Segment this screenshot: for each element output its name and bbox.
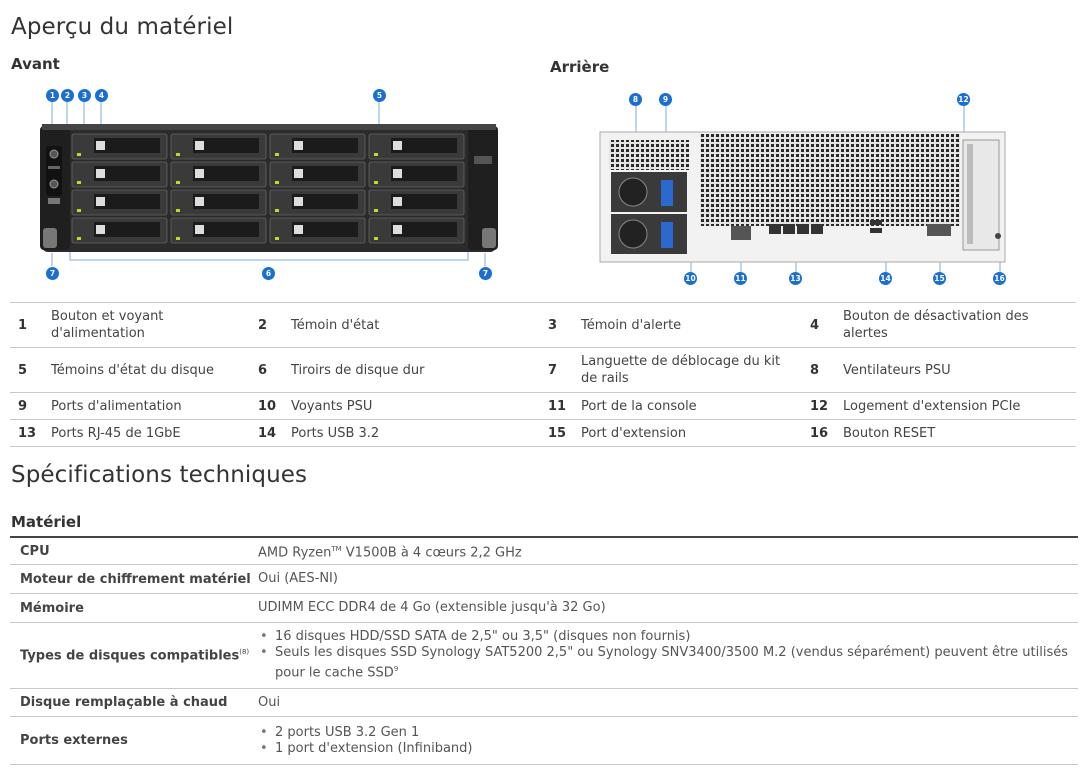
drive-status-led — [275, 153, 279, 156]
drive-status-led — [176, 209, 180, 212]
drive-tray-face — [94, 194, 160, 209]
callout-5: 5 — [373, 89, 386, 102]
drive-tray-face — [193, 194, 259, 209]
drive-tray-face — [391, 138, 457, 153]
drive-tray-latch — [195, 197, 204, 206]
spec-row-ports: Ports externes 2 ports USB 3.2 Gen 1 1 p… — [10, 717, 1078, 765]
drive-status-led — [275, 209, 279, 212]
drive-tray-face — [94, 166, 160, 181]
callout-15: 15 — [933, 272, 946, 285]
drive-tray-latch — [195, 169, 204, 178]
drive-tray-latch — [96, 169, 105, 178]
drive-tray-face — [391, 166, 457, 181]
callout-12: 12 — [957, 93, 970, 106]
list-item: 16 disques HDD/SSD SATA de 2,5" ou 3,5" … — [258, 629, 1078, 645]
drive-tray-latch — [393, 141, 402, 150]
callout-4: 4 — [95, 89, 108, 102]
list-item: 1 port d'extension (Infiniband) — [258, 741, 1078, 757]
drive-tray-face — [193, 138, 259, 153]
drive-tray-face — [193, 166, 259, 181]
drive-tray-latch — [393, 169, 402, 178]
nas-rear-illustration — [599, 101, 1006, 272]
rear-view-diagram: 8 9 12 10 11 13 14 15 16 — [595, 88, 1015, 288]
drive-tray-latch — [294, 141, 303, 150]
drive-tray-latch — [195, 225, 204, 234]
spec-row-cpu: CPU AMD RyzenTM V1500B à 4 cœurs 2,2 GHz — [10, 538, 1078, 565]
hardware-spec-table: CPU AMD RyzenTM V1500B à 4 cœurs 2,2 GHz… — [10, 536, 1078, 765]
drive-status-led — [77, 209, 81, 212]
specs-title: Spécifications techniques — [11, 462, 308, 488]
drive-status-led — [275, 181, 279, 184]
callout-14: 14 — [879, 272, 892, 285]
list-item: Seuls les disques SSD Synology SAT5200 2… — [258, 645, 1078, 681]
callout-9: 9 — [659, 93, 672, 106]
drive-status-led — [374, 153, 378, 156]
section-heading-hardware: Matériel — [11, 513, 82, 531]
drive-status-led — [176, 153, 180, 156]
drive-tray-face — [292, 138, 358, 153]
page-title: Aperçu du matériel — [11, 14, 234, 40]
callout-3: 3 — [78, 89, 91, 102]
callout-13: 13 — [789, 272, 802, 285]
drive-tray-latch — [294, 197, 303, 206]
drive-tray-latch — [294, 169, 303, 178]
spec-row-drives: Types de disques compatibles(8) 16 disqu… — [10, 623, 1078, 689]
drive-tray-face — [391, 194, 457, 209]
drive-tray-face — [292, 222, 358, 237]
callout-7-left: 7 — [46, 267, 59, 280]
drive-tray-latch — [96, 141, 105, 150]
front-label: Avant — [11, 55, 60, 73]
callout-11: 11 — [734, 272, 747, 285]
drive-status-led — [77, 153, 81, 156]
spec-row-crypto: Moteur de chiffrement matériel Oui (AES-… — [10, 565, 1078, 594]
drive-status-led — [374, 237, 378, 240]
drive-tray-latch — [393, 197, 402, 206]
drive-tray-face — [391, 222, 457, 237]
drive-status-led — [176, 237, 180, 240]
drive-status-led — [176, 181, 180, 184]
drive-tray-latch — [393, 225, 402, 234]
drive-tray-face — [94, 222, 160, 237]
spec-row-memory: Mémoire UDIMM ECC DDR4 de 4 Go (extensib… — [10, 594, 1078, 623]
drive-status-led — [374, 209, 378, 212]
nas-front-illustration — [40, 101, 498, 266]
drive-status-led — [374, 181, 378, 184]
drive-tray-face — [292, 166, 358, 181]
drive-tray-face — [94, 138, 160, 153]
drive-tray-face — [193, 222, 259, 237]
drive-tray-face — [292, 194, 358, 209]
drive-tray-latch — [195, 141, 204, 150]
drive-tray-latch — [294, 225, 303, 234]
rear-label: Arrière — [550, 58, 610, 76]
list-item: 2 ports USB 3.2 Gen 1 — [258, 725, 1078, 741]
callout-7-right: 7 — [479, 267, 492, 280]
drive-status-led — [77, 237, 81, 240]
callout-6: 6 — [262, 267, 275, 280]
spec-row-hotswap: Disque remplaçable à chaud Oui — [10, 689, 1078, 717]
callout-8: 8 — [629, 93, 642, 106]
callout-10: 10 — [684, 272, 697, 285]
drive-status-led — [275, 237, 279, 240]
callout-2: 2 — [61, 89, 74, 102]
callout-1: 1 — [46, 89, 59, 102]
callout-16: 16 — [993, 272, 1006, 285]
drive-status-led — [77, 181, 81, 184]
drive-tray-latch — [96, 225, 105, 234]
front-view-diagram: 1 2 3 4 5 6 7 7 — [40, 88, 500, 288]
drive-tray-latch — [96, 197, 105, 206]
